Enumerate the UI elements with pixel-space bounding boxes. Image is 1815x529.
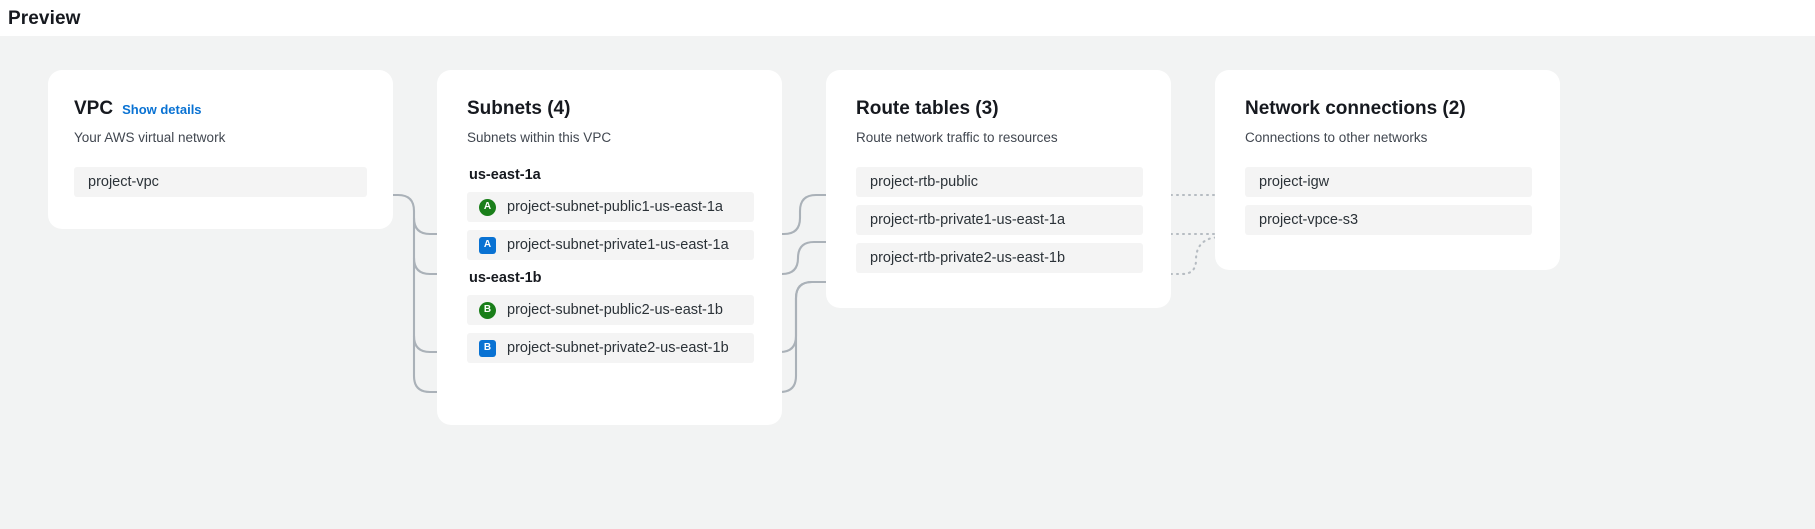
route-table-row-label: project-rtb-public [870,174,978,190]
subnet-row-label: project-subnet-private2-us-east-1b [507,340,729,356]
card-subnets-subtitle: Subnets within this VPC [467,130,612,145]
card-network-connections-title-text: Network connections (2) [1245,98,1466,119]
network-connection-row-list: project-igw project-vpce-s3 [1245,167,1532,235]
network-connection-row-label: project-vpce-s3 [1259,212,1359,228]
route-table-row-list: project-rtb-public project-rtb-private1-… [856,167,1143,273]
list-item[interactable]: project-rtb-public [856,167,1143,197]
list-item[interactable]: B project-subnet-private2-us-east-1b [467,333,754,363]
route-table-row-label: project-rtb-private1-us-east-1a [870,212,1066,228]
card-vpc-title: VPC Show details [74,98,367,120]
az-group-label: us-east-1b [469,270,542,286]
list-item[interactable]: A project-subnet-private1-us-east-1a [467,230,754,260]
card-route-tables-title: Route tables (3) [856,98,1143,120]
subnet-row-list: us-east-1a A project-subnet-public1-us-e… [467,167,754,363]
preview-canvas: VPC Show details Your AWS virtual networ… [0,36,1815,529]
card-network-connections-subtitle: Connections to other networks [1245,130,1428,145]
network-connection-row-label: project-igw [1259,174,1330,190]
list-item[interactable]: project-igw [1245,167,1532,197]
list-item[interactable]: A project-subnet-public1-us-east-1a [467,192,754,222]
public-subnet-badge-icon: B [479,301,496,319]
list-item[interactable]: B project-subnet-public2-us-east-1b [467,295,754,325]
card-subnets-title: Subnets (4) [467,98,754,120]
card-route-tables-subtitle: Route network traffic to resources [856,130,1058,145]
card-vpc-title-text: VPC [74,98,114,119]
list-item[interactable]: project-vpc [74,167,367,197]
subnet-row-label: project-subnet-private1-us-east-1a [507,237,729,253]
list-item[interactable]: project-vpce-s3 [1245,205,1532,235]
subnet-row-label: project-subnet-public2-us-east-1b [507,302,723,318]
vpc-row-list: project-vpc [74,167,367,197]
az-group-label: us-east-1a [469,167,541,183]
private-subnet-badge-icon: A [479,236,496,254]
card-network-connections-title: Network connections (2) [1245,98,1532,120]
public-subnet-badge-icon: A [479,198,496,216]
card-network-connections: Network connections (2) Connections to o… [1215,70,1560,270]
list-item[interactable]: project-rtb-private2-us-east-1b [856,243,1143,273]
card-route-tables: Route tables (3) Route network traffic t… [826,70,1171,308]
vpc-row-label: project-vpc [88,174,159,190]
vpc-resource-map: VPC Show details Your AWS virtual networ… [0,36,1815,529]
private-subnet-badge-icon: B [479,339,496,357]
page-title: Preview [8,8,81,29]
route-table-row-label: project-rtb-private2-us-east-1b [870,250,1066,266]
card-vpc-subtitle: Your AWS virtual network [74,130,226,145]
subnet-row-label: project-subnet-public1-us-east-1a [507,199,723,215]
list-item[interactable]: project-rtb-private1-us-east-1a [856,205,1143,235]
card-route-tables-title-text: Route tables (3) [856,98,999,119]
show-details-link[interactable]: Show details [122,102,202,117]
card-subnets: Subnets (4) Subnets within this VPC us-e… [437,70,782,425]
card-subnets-title-text: Subnets (4) [467,98,571,119]
card-vpc: VPC Show details Your AWS virtual networ… [48,70,393,229]
